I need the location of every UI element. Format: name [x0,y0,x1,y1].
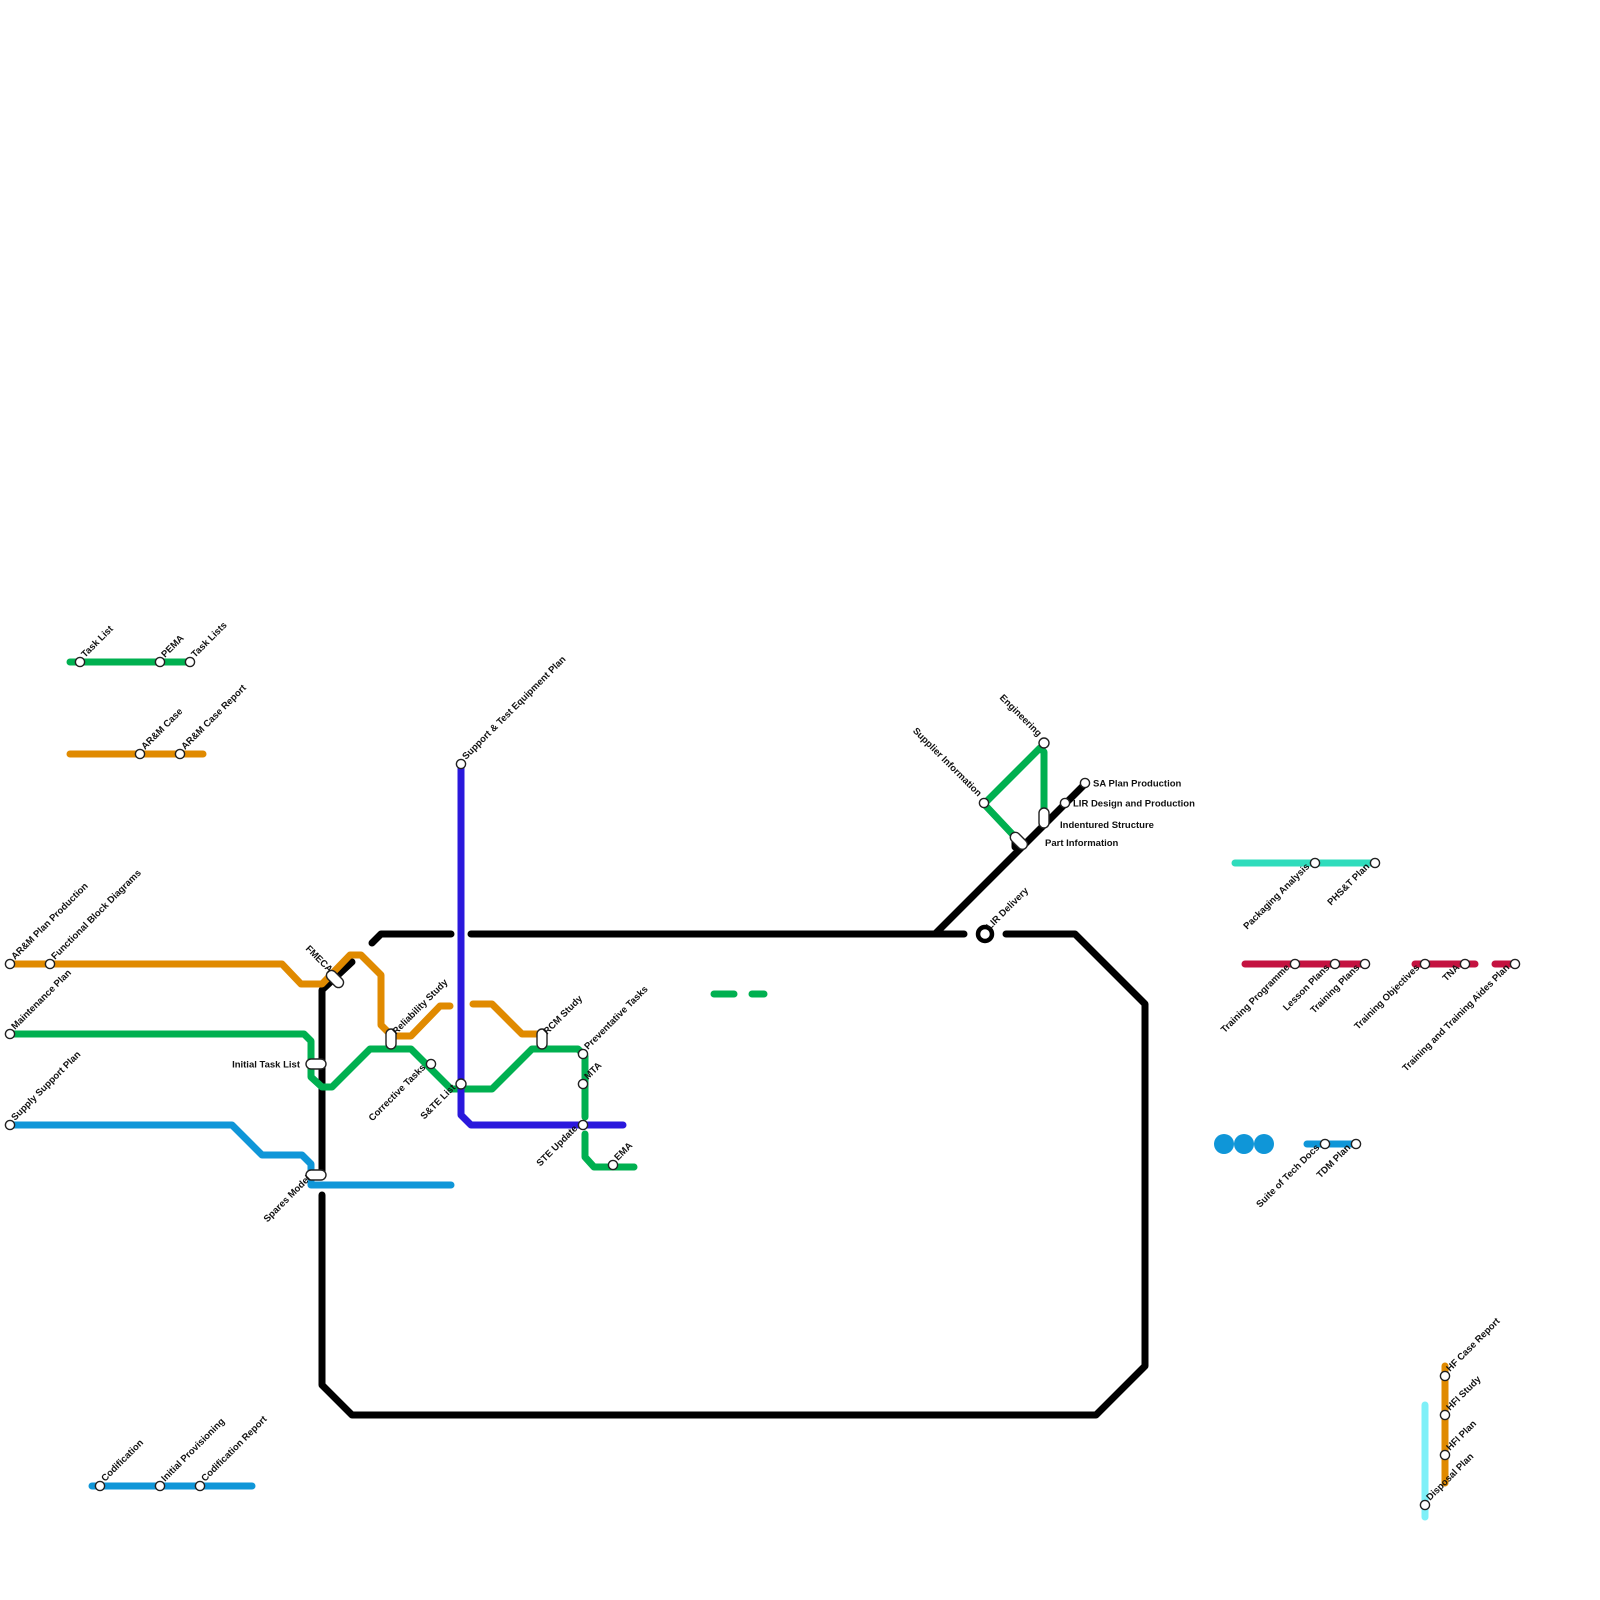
station-packaging-analysis[interactable] [1309,857,1321,869]
station-pema-label: PEMA [159,633,186,660]
station-arm-plan-production[interactable] [4,958,16,970]
station-ste-update-label: STE Update [535,1123,580,1168]
station-training-plans[interactable] [1359,958,1371,970]
station-training-aides-plan[interactable] [1509,958,1521,970]
station-hf-case-report[interactable] [1439,1370,1451,1382]
station-tdm-plan-label: TDM Plan [1315,1142,1354,1181]
line-green-lsa [980,800,1020,842]
station-task-list[interactable] [74,656,86,668]
line-green-lsa [980,744,1048,824]
line-black-fmeca [318,958,356,1079]
line-black-loop [318,930,1149,1419]
station-task-lists[interactable] [184,656,196,668]
station-ste-update[interactable] [577,1119,589,1131]
station-preventative-tasks-label: Preventative Tasks [582,984,650,1052]
station-rcm-study[interactable] [536,1028,548,1050]
station-tna[interactable] [1459,958,1471,970]
station-training-objectives-label: Training Objectives [1352,962,1422,1032]
station-initial-task-list[interactable] [305,1058,327,1070]
station-mta[interactable] [577,1078,589,1090]
route-lines [6,658,1519,1521]
station-codification-label: Codification [99,1437,146,1484]
station-sa-plan-production-label: SA Plan Production [1093,779,1182,790]
station-corrective-tasks[interactable] [425,1058,437,1070]
station-supply-support-plan-label: Supply Support Plan [9,1049,83,1123]
station-maintenance-plan[interactable] [4,1028,16,1040]
blue-dot-marker [1234,1134,1254,1154]
station-suite-of-tech-docs[interactable] [1319,1138,1331,1150]
station-engineering[interactable] [1038,737,1050,749]
station-initial-provisioning[interactable] [154,1480,166,1492]
station-support-test-equipment-plan[interactable] [455,758,467,770]
stations [4,656,1521,1511]
station-fmeca[interactable] [324,968,345,989]
station-arm-plan-production-label: AR&M Plan Production [9,881,90,962]
station-indentured-structure[interactable] [1038,807,1050,829]
station-training-programme-label: Training Programme [1219,962,1292,1035]
station-lesson-plans[interactable] [1329,958,1341,970]
station-arm-case[interactable] [134,748,146,760]
station-part-information[interactable] [1008,830,1029,851]
station-lir-design-production[interactable] [1059,797,1071,809]
station-codification[interactable] [94,1480,106,1492]
station-part-information-label: Part Information [1045,838,1119,849]
station-indentured-structure-label: Indentured Structure [1060,820,1154,831]
station-preventative-tasks[interactable] [577,1048,589,1060]
station-hf-case-report-label: HF Case Report [1444,1315,1503,1374]
station-task-list-label: Task List [79,623,116,660]
station-supplier-information[interactable] [978,797,990,809]
station-support-test-equipment-plan-label: Support & Test Equipment Plan [460,654,568,762]
station-hfi-plan[interactable] [1439,1449,1451,1461]
station-training-programme[interactable] [1289,958,1301,970]
station-reliability-study[interactable] [385,1028,397,1050]
station-ste-list[interactable] [455,1078,467,1090]
station-supplier-information-label: Supplier Information [910,726,984,800]
station-task-lists-label: Task Lists [189,620,229,660]
station-arm-case-label: AR&M Case [139,706,185,752]
blue-dot-marker [1254,1134,1274,1154]
station-phst-plan[interactable] [1369,857,1381,869]
station-hfi-study[interactable] [1439,1409,1451,1421]
line-green-main [6,1030,589,1121]
station-training-aides-plan-label: Training and Training Aides Plan [1400,962,1512,1074]
blue-dot-marker [1214,1134,1234,1154]
station-maintenance-plan-label: Maintenance Plan [9,967,74,1032]
station-engineering-label: Engineering [997,693,1044,740]
station-ema-label: EMA [612,1140,635,1163]
station-disposal-plan-label: Disposal Plan [1424,1451,1476,1503]
station-packaging-analysis-label: Packaging Analysis [1241,861,1312,932]
line-blue-supply [6,1121,455,1189]
station-lir-delivery-label: LIR Delivery [984,885,1031,932]
station-codification-report[interactable] [194,1480,206,1492]
station-functional-block-diagrams[interactable] [44,958,56,970]
line-orange-main [6,951,454,1040]
station-disposal-plan[interactable] [1419,1499,1431,1511]
station-codification-report-label: Codification Report [199,1413,270,1484]
station-lir-delivery[interactable] [975,924,995,944]
station-initial-task-list-label: Initial Task List [232,1060,301,1071]
station-rcm-study-label: RCM Study [541,993,585,1037]
station-arm-case-report[interactable] [174,748,186,760]
station-ema[interactable] [607,1159,619,1171]
line-indigo-ste [457,760,627,1129]
line-black-lir [931,780,1089,938]
station-arm-case-report-label: AR&M Case Report [179,682,249,752]
station-hfi-plan-label: HFI Plan [1444,1418,1479,1453]
station-pema[interactable] [154,656,166,668]
line-black-top [368,930,455,947]
station-lir-design-production-label: LIR Design and Production [1073,799,1195,810]
station-tdm-plan[interactable] [1350,1138,1362,1150]
station-spares-model-label: Spares Model [262,1173,313,1224]
station-phst-plan-label: PHS&T Plan [1326,861,1373,908]
station-fmeca-label: FMECA [303,943,335,975]
station-sa-plan-production[interactable] [1079,777,1091,789]
line-orange-rcm [469,1000,546,1038]
station-ste-list-label: S&TE List [419,1082,459,1122]
station-spares-model[interactable] [305,1169,327,1181]
station-supply-support-plan[interactable] [4,1119,16,1131]
station-training-objectives[interactable] [1419,958,1431,970]
station-hfi-study-label: HFI Study [1444,1373,1484,1413]
